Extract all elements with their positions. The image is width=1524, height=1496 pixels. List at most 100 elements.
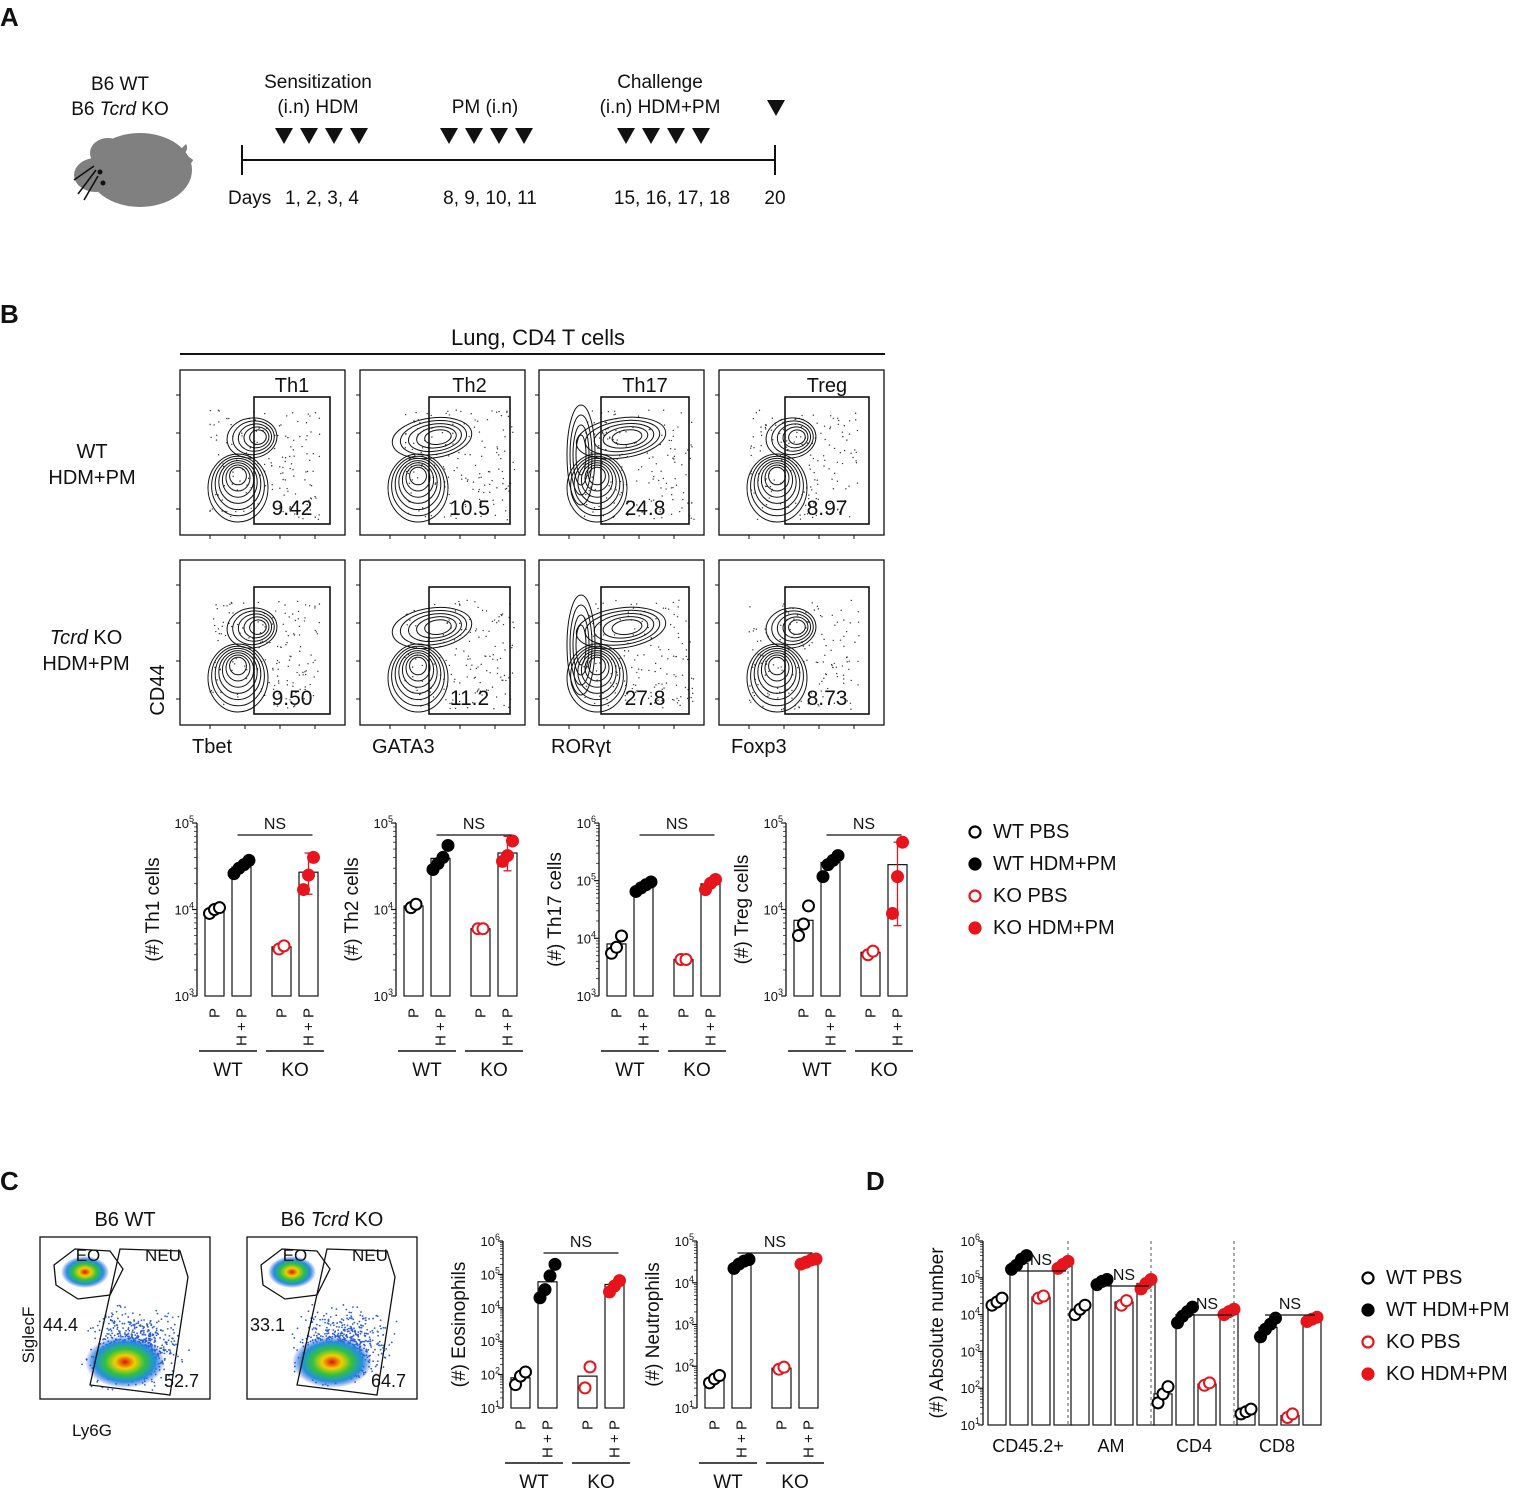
event-dot: [592, 511, 594, 513]
event-dot: [496, 446, 498, 448]
event-dot: [464, 505, 467, 508]
event-dot: [453, 639, 456, 641]
event-dot: [770, 429, 773, 431]
data-point: [816, 870, 830, 884]
event-dot: [131, 1312, 134, 1315]
event-dot: [583, 666, 585, 668]
event-dot: [210, 436, 212, 439]
event-dot: [132, 1323, 135, 1326]
event-dot: [147, 1334, 150, 1337]
event-dot: [679, 704, 681, 707]
event-dot: [815, 514, 818, 517]
event-dot: [475, 628, 478, 630]
contour-line: [218, 460, 258, 504]
event-dot: [357, 1331, 360, 1334]
event-dot: [369, 1340, 372, 1343]
contour-line: [788, 429, 806, 445]
event-dot: [162, 1349, 165, 1351]
event-dot: [765, 428, 767, 430]
bar-series-1-CD4: [1175, 1313, 1195, 1426]
event-dot: [772, 439, 774, 441]
contour-line: [753, 457, 801, 511]
event-dot: [689, 457, 691, 460]
row-label-wt-line1: WT: [76, 441, 107, 463]
event-dot: [765, 504, 768, 506]
group-label: WT: [213, 1060, 243, 1081]
tick-exponent: 6: [975, 1232, 980, 1242]
event-dot: [284, 460, 286, 463]
event-dot: [318, 514, 320, 516]
event-dot: [157, 1320, 160, 1323]
event-dot: [856, 482, 859, 484]
event-dot: [753, 492, 755, 494]
event-dot: [284, 457, 287, 459]
event-dot: [855, 462, 858, 464]
event-dot: [753, 627, 755, 630]
event-dot: [264, 626, 266, 628]
event-dot: [282, 623, 285, 626]
event-dot: [667, 658, 669, 660]
event-dot: [332, 1329, 335, 1331]
event-dot: [780, 624, 782, 627]
event-dot: [113, 1334, 116, 1337]
event-dot: [317, 670, 319, 673]
event-dot: [491, 686, 494, 688]
legend-marker: [1361, 1367, 1375, 1381]
event-dot: [143, 1333, 145, 1336]
event-dot: [359, 1314, 362, 1317]
event-dot: [770, 490, 773, 493]
event-dot: [749, 606, 751, 608]
tick-exponent: 5: [591, 872, 596, 882]
event-dot: [434, 603, 436, 606]
event-dot: [485, 694, 488, 696]
event-dot: [430, 414, 432, 417]
event-dot: [275, 513, 278, 515]
event-dot: [606, 698, 608, 701]
event-dot: [634, 659, 636, 661]
event-dot: [141, 1325, 144, 1328]
event-dot: [307, 1310, 310, 1313]
event-dot: [372, 1351, 375, 1354]
eo-percentage: 44.4: [43, 1315, 78, 1335]
event-dot: [805, 611, 807, 614]
gate-percentage: 9.42: [272, 497, 313, 520]
event-dot: [129, 1323, 131, 1326]
event-dot: [654, 662, 657, 665]
contour-line: [580, 652, 614, 688]
event-dot: [502, 429, 505, 431]
event-dot: [689, 641, 691, 643]
event-dot: [474, 419, 476, 421]
event-dot: [280, 472, 282, 475]
event-dot: [660, 487, 662, 489]
tick-label: 105: [374, 814, 393, 831]
event-dot: [376, 1364, 378, 1366]
data-point: [1286, 1407, 1299, 1421]
event-dot: [492, 658, 494, 660]
density-neu: [85, 1336, 165, 1388]
event-dot: [155, 1321, 158, 1324]
event-dot: [359, 1342, 362, 1344]
event-dot: [127, 1326, 130, 1329]
event-dot: [130, 1324, 133, 1327]
data-point: [476, 922, 490, 936]
event-dot: [848, 433, 851, 435]
event-dot: [434, 483, 436, 486]
event-dot: [167, 1312, 170, 1315]
event-dot: [410, 492, 412, 494]
event-dot: [818, 705, 820, 707]
event-dot: [494, 514, 496, 517]
tick-label: 103: [175, 987, 194, 1004]
data-point: [302, 868, 315, 882]
event-dot: [90, 1385, 93, 1388]
event-dot: [443, 468, 446, 470]
tick-exponent: 5: [975, 1269, 980, 1279]
event-dot: [340, 1318, 343, 1321]
event-dot: [232, 661, 234, 663]
event-dot: [291, 412, 294, 414]
plot-frame: [359, 559, 526, 726]
event-dot: [670, 493, 673, 496]
legend-marker: [1361, 1335, 1375, 1349]
tick-label: 104: [175, 901, 194, 918]
event-dot: [314, 659, 316, 661]
